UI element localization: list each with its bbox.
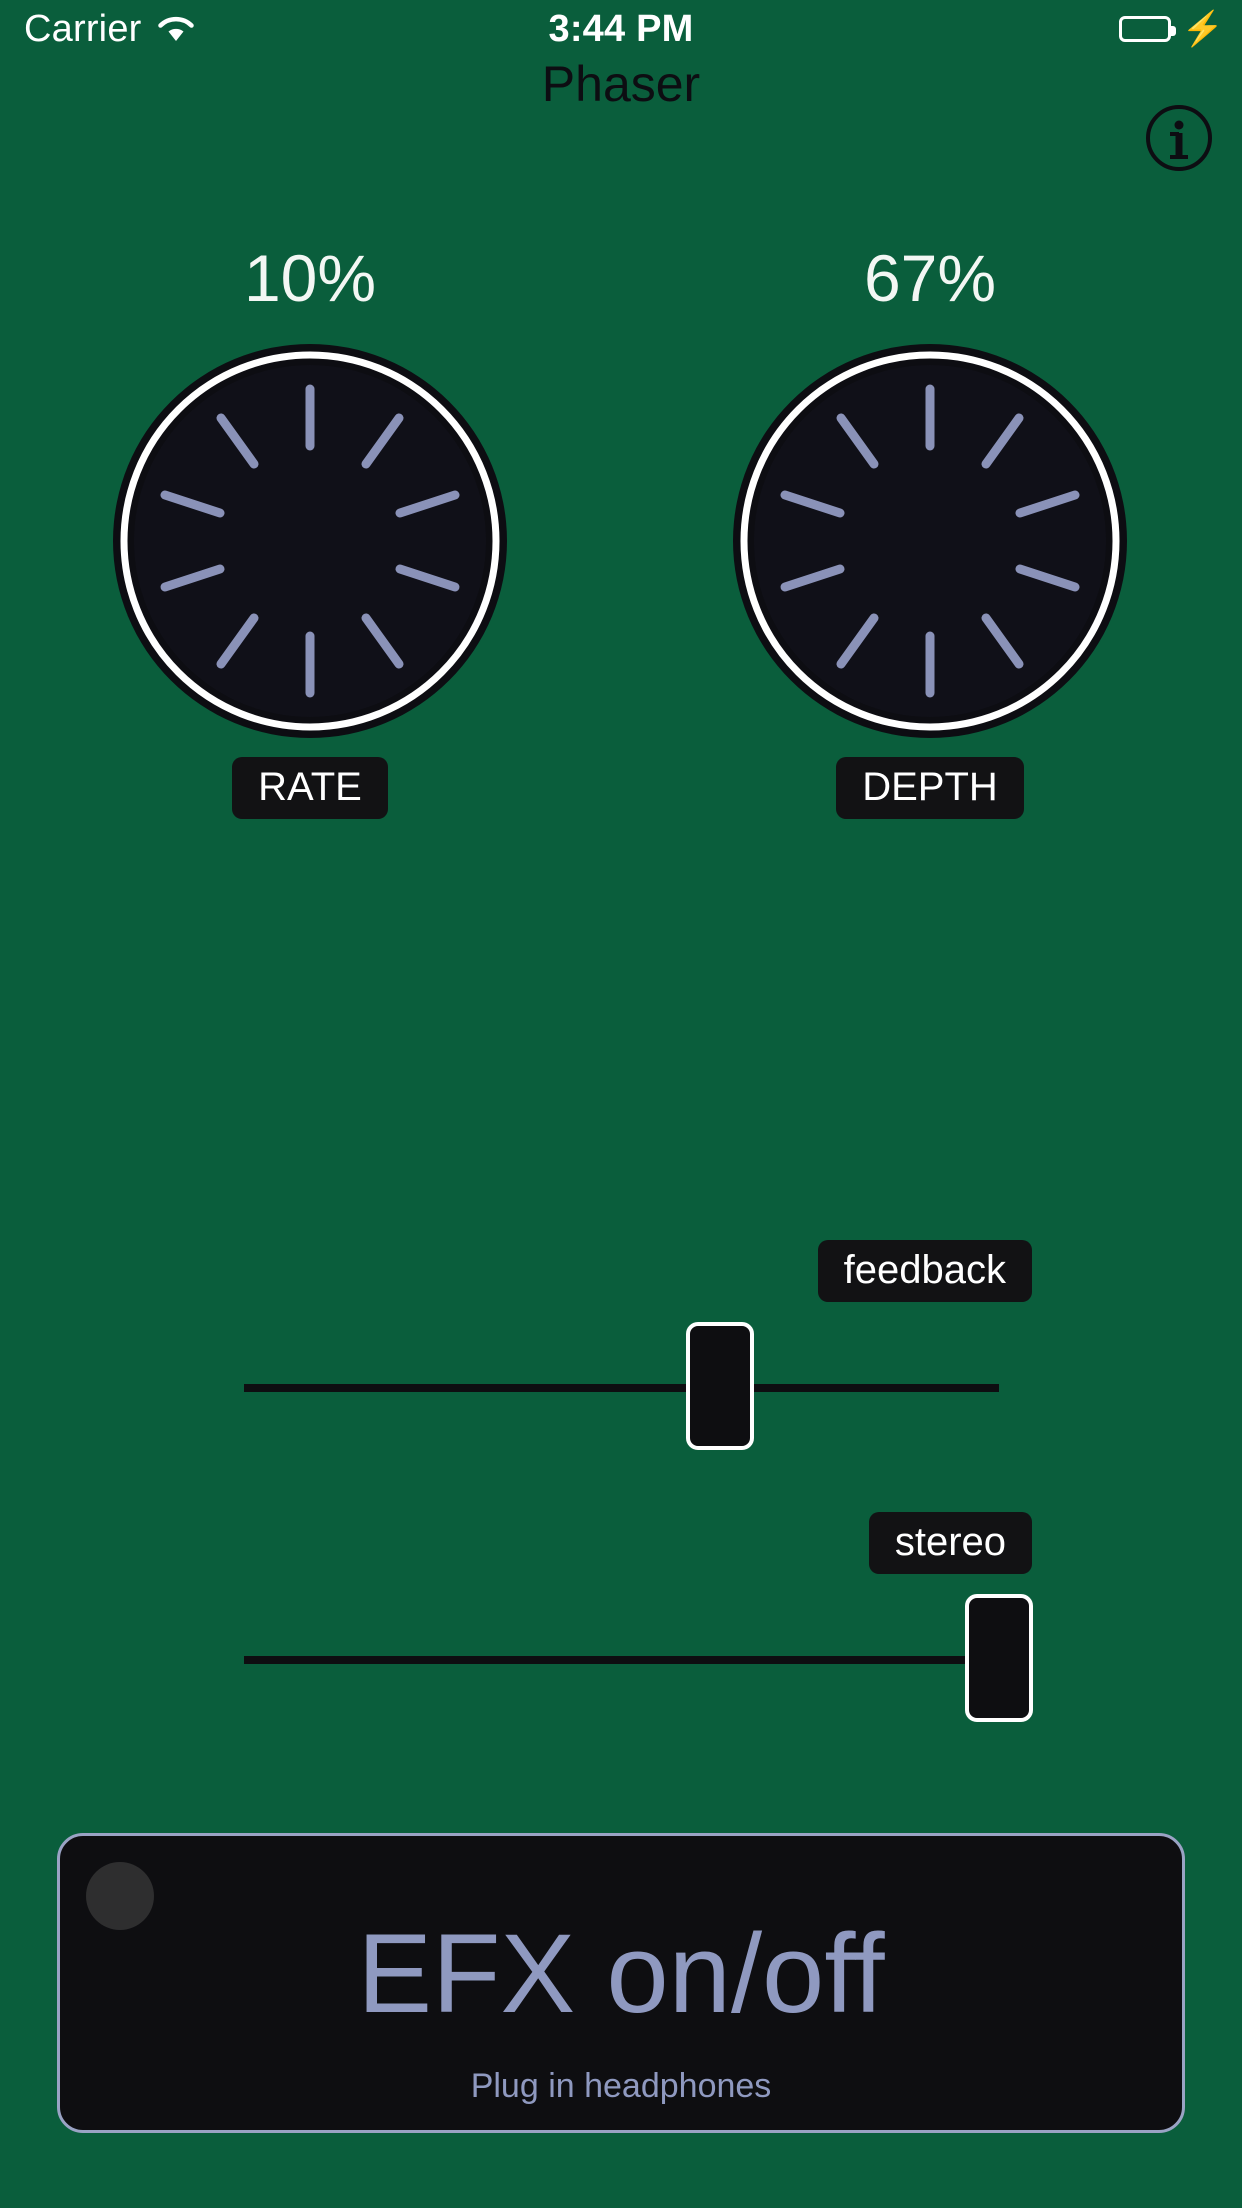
slider-label-stereo: stereo: [868, 1512, 1032, 1574]
carrier-label: Carrier: [24, 7, 142, 50]
slider-label-feedback: feedback: [817, 1240, 1032, 1302]
info-circle-icon: [1146, 105, 1212, 171]
slider-label-row-stereo: stereo: [244, 1512, 1032, 1574]
efx-on-off-button[interactable]: EFX on/off Plug in headphones: [57, 1833, 1185, 2133]
knob-dial-depth: [733, 344, 1127, 738]
knob-dial-rate: [113, 344, 507, 738]
slider-track-area-feedback[interactable]: [244, 1322, 999, 1450]
led-indicator-icon: [86, 1862, 154, 1930]
efx-title: EFX on/off: [357, 1911, 885, 2036]
slider-thumb-feedback[interactable]: [685, 1322, 754, 1450]
lightning-bolt-icon: ⚡: [1181, 10, 1224, 48]
status-bar-left: Carrier: [24, 8, 196, 51]
wifi-icon: [156, 14, 196, 44]
slider-label-row-feedback: feedback: [244, 1240, 1032, 1302]
slider-track-stereo: [244, 1656, 999, 1664]
page-title: Phaser: [541, 56, 701, 112]
status-bar-clock: 3:44 PM: [548, 7, 694, 50]
knob-value-rate: 10%: [243, 241, 377, 315]
knob-label-depth: DEPTH: [836, 757, 1024, 819]
knob-group-depth: 67% DEPTH: [720, 245, 1140, 819]
slider-track-feedback: [244, 1384, 999, 1392]
status-bar: Carrier 3:44 PM ⚡: [0, 0, 1242, 58]
status-bar-right: ⚡: [1119, 12, 1224, 46]
info-button[interactable]: [1144, 103, 1214, 173]
knob-group-rate: 10% RATE: [100, 245, 520, 819]
slider-track-area-stereo[interactable]: [244, 1594, 1033, 1722]
knob-label-rate: RATE: [232, 757, 388, 819]
knob-value-depth: 67%: [863, 241, 997, 315]
slider-thumb-stereo[interactable]: [965, 1594, 1033, 1722]
knob-depth[interactable]: [725, 341, 1135, 741]
battery-icon: [1119, 16, 1177, 42]
knob-rate[interactable]: [105, 341, 515, 741]
knob-label-row-depth: DEPTH: [720, 757, 1140, 819]
knob-label-row-rate: RATE: [100, 757, 520, 819]
efx-subtitle: Plug in headphones: [470, 2067, 772, 2105]
